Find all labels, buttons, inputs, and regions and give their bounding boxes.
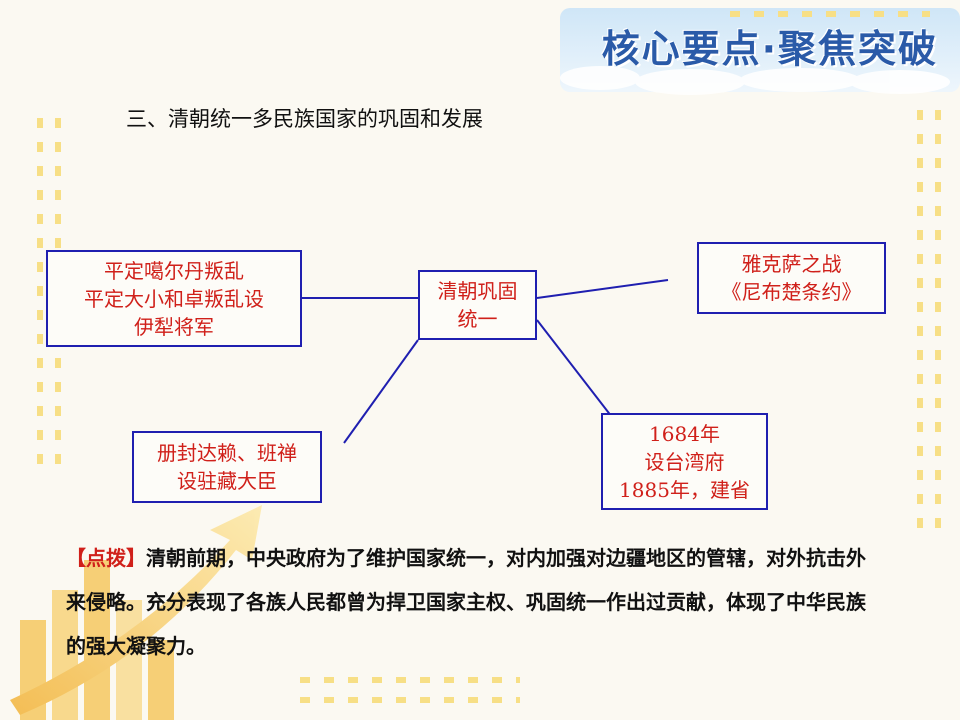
box-line: 统一 <box>457 307 498 331</box>
note-paragraph: 【点拨】清朝前期，中央政府为了维护国家统一，对内加强对边疆地区的管辖，对外抗击外… <box>66 536 876 668</box>
box-line: 伊犁将军 <box>134 314 214 339</box>
box-line: 设台湾府 <box>644 449 725 474</box>
box-line: 《尼布楚条约》 <box>721 280 862 304</box>
box-center-topic: 清朝巩固 统一 <box>418 270 537 340</box>
box-line: 1684年 <box>649 421 720 446</box>
note-text: 清朝前期，中央政府为了维护国家统一，对内加强对边疆地区的管辖，对外抗击外来侵略。… <box>66 546 866 658</box>
box-line: 1885年，建省 <box>619 477 750 502</box>
box-west-frontier: 平定噶尔丹叛乱 平定大小和卓叛乱设 伊犁将军 <box>46 250 302 347</box>
box-northeast-frontier: 雅克萨之战 《尼布楚条约》 <box>697 242 886 314</box>
banner-title: 核心要点·聚焦突破 <box>601 27 938 71</box>
section-title: 三、清朝统一多民族国家的巩固和发展 <box>126 107 483 131</box>
box-line: 设驻藏大臣 <box>177 469 277 493</box>
box-line: 雅克萨之战 <box>741 252 842 276</box>
box-line: 平定噶尔丹叛乱 <box>104 258 244 283</box>
box-tibet: 册封达赖、班禅 设驻藏大臣 <box>132 431 322 503</box>
box-line: 清朝巩固 <box>437 279 518 303</box>
box-line: 平定大小和卓叛乱设 <box>84 286 264 311</box>
box-line: 册封达赖、班禅 <box>157 441 297 465</box>
note-tag: 【点拨】 <box>66 546 146 570</box>
box-taiwan: 1684年 设台湾府 1885年，建省 <box>601 413 768 510</box>
